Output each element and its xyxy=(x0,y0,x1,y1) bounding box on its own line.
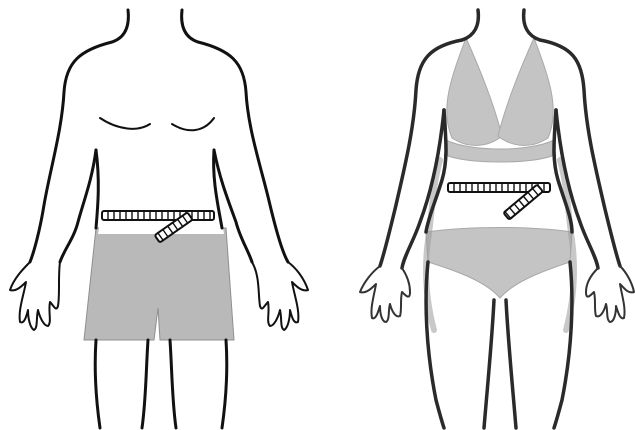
female-right-hand xyxy=(586,266,634,322)
male-neck-right xyxy=(182,10,198,42)
male-tape-band xyxy=(102,211,214,220)
male-left-hand xyxy=(10,262,60,330)
female-left-hand xyxy=(360,266,410,322)
male-right-leg-inner xyxy=(170,340,176,428)
male-left-arm-inner xyxy=(60,150,96,262)
female-measuring-tape xyxy=(448,183,550,220)
female-left-leg-inner xyxy=(484,300,494,428)
female-right-leg-outer xyxy=(554,262,572,428)
female-bikini-bottom xyxy=(426,228,572,299)
male-right-hand xyxy=(252,262,308,330)
male-neck-left xyxy=(112,10,128,42)
male-right-leg-outer xyxy=(222,340,227,428)
male-torso-left xyxy=(96,150,98,228)
female-right-leg-inner xyxy=(506,300,516,428)
female-neck-left xyxy=(462,10,478,40)
male-chest-left xyxy=(100,118,150,129)
female-figure xyxy=(360,10,634,428)
male-left-leg-inner xyxy=(142,340,148,428)
male-left-leg-outer xyxy=(95,340,100,428)
male-shorts xyxy=(84,228,234,340)
female-neck-right xyxy=(524,10,540,40)
male-chest-right xyxy=(172,118,214,130)
male-figure xyxy=(10,10,308,428)
female-bikini-top-left xyxy=(447,38,502,145)
female-bikini-top-right xyxy=(498,38,553,145)
